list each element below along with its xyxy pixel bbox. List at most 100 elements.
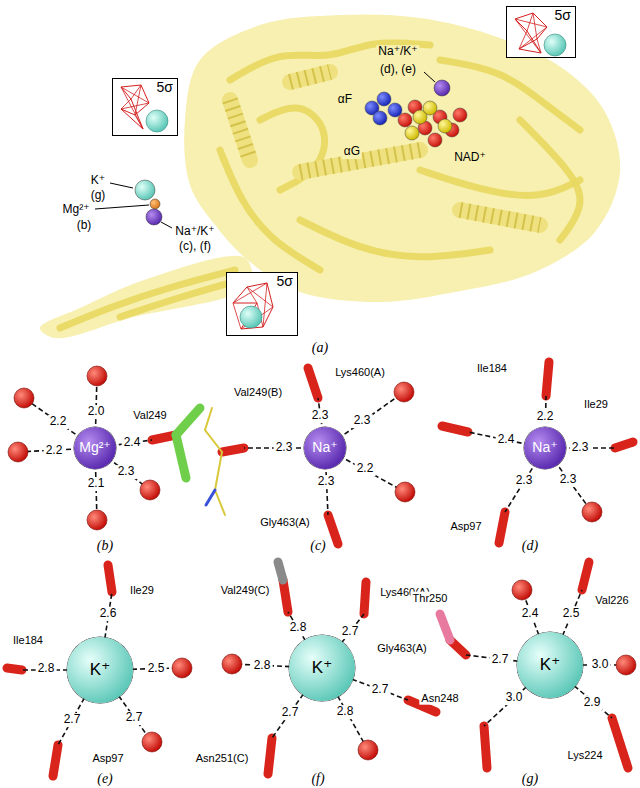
helix-turns xyxy=(460,210,540,225)
ion-label: K⁺ xyxy=(540,656,560,675)
mesh-line xyxy=(247,287,257,303)
protein-strand xyxy=(300,220,490,257)
ion-sphere xyxy=(150,199,160,209)
mesh-line xyxy=(131,99,143,129)
panel-letter: (a) xyxy=(310,340,330,356)
residue-stick xyxy=(206,490,215,505)
helix-turns xyxy=(230,100,250,160)
mesh-line xyxy=(247,283,267,287)
protein-helix xyxy=(230,100,250,160)
mesh-line xyxy=(241,307,273,329)
atom-sphere xyxy=(453,108,467,122)
coordination-site xyxy=(440,562,636,768)
water-oxygen xyxy=(394,382,414,402)
atom-sphere xyxy=(377,92,391,106)
ion-label: K⁺ xyxy=(312,659,332,678)
distance-value: 2.8 xyxy=(36,662,57,676)
panel-letter: (f) xyxy=(309,771,326,787)
distance-value: 2.7 xyxy=(124,711,145,725)
structure-label: Mg²⁺ xyxy=(61,203,92,217)
structure-label: NAD⁺ xyxy=(452,151,488,165)
distance-value: 2.4 xyxy=(496,433,517,447)
ion-label: Na⁺ xyxy=(312,440,337,455)
residue-stick xyxy=(308,368,318,398)
mesh-line xyxy=(515,13,533,19)
protein-strand xyxy=(120,280,240,317)
residue-stick xyxy=(283,580,288,612)
water-oxygen xyxy=(142,732,162,752)
structure-label: Na⁺/K⁺ xyxy=(173,225,216,239)
residue-stick xyxy=(440,614,450,640)
mesh-line xyxy=(519,49,541,53)
water-oxygen xyxy=(222,654,242,674)
density-inset: 5σ xyxy=(226,272,298,336)
water-oxygen xyxy=(358,740,378,760)
distance-value: 2.3 xyxy=(558,473,579,487)
coordination-site xyxy=(8,366,200,530)
residue-label: Val249(B) xyxy=(232,386,284,399)
density-inset: 5σ xyxy=(112,78,178,136)
residue-label: Val226 xyxy=(593,594,630,607)
distance-value: 2.8 xyxy=(335,705,356,719)
residue-label: Asp97 xyxy=(90,752,125,765)
metal-ion-sphere: Na⁺ xyxy=(524,427,566,469)
protein-strand xyxy=(60,270,235,328)
water-oxygen xyxy=(140,480,160,500)
distance-value: 3.0 xyxy=(504,691,525,705)
leader-line xyxy=(161,222,172,228)
water-oxygen xyxy=(172,658,192,678)
structure-label: K⁺ xyxy=(89,174,107,188)
residue-stick xyxy=(278,562,283,580)
residue-stick xyxy=(176,408,200,435)
water-oxygen xyxy=(512,580,532,600)
structure-label: αG xyxy=(342,145,362,159)
residue-stick xyxy=(108,565,112,592)
mesh-line xyxy=(537,27,547,39)
distance-value: 2.3 xyxy=(310,409,331,423)
mesh-line xyxy=(141,85,149,103)
ion-sphere xyxy=(544,34,566,56)
distance-value: 2.0 xyxy=(86,405,107,419)
distance-value: 2.2 xyxy=(535,410,556,424)
metal-ion-sphere: Na⁺ xyxy=(304,427,346,469)
residue-stick xyxy=(53,745,58,776)
distance-value: 2.7 xyxy=(62,713,83,727)
water-oxygen xyxy=(8,442,28,462)
distance-value: 2.8 xyxy=(252,659,273,673)
mesh-line xyxy=(131,85,141,99)
residue-label: Asn251(C) xyxy=(194,752,251,765)
residue-stick xyxy=(176,435,186,478)
protein-strand xyxy=(440,60,580,130)
mesh-line xyxy=(515,19,541,53)
ion-sphere xyxy=(146,209,162,225)
atom-sphere xyxy=(423,101,437,115)
coordination-site xyxy=(7,565,192,776)
residue-label: Thr250 xyxy=(411,592,450,605)
protein-surface xyxy=(40,256,252,338)
water-oxygen xyxy=(616,655,636,675)
coordination-site xyxy=(442,362,633,543)
ion-label: Na⁺ xyxy=(532,440,557,455)
distance-value: 2.7 xyxy=(490,653,511,667)
residue-stick xyxy=(7,668,22,670)
protein-cartoon xyxy=(40,14,620,338)
distance-value: 2.2 xyxy=(355,462,376,476)
mesh-line xyxy=(233,303,257,304)
residue-label: Ile184 xyxy=(11,634,45,647)
residue-stick xyxy=(364,582,366,614)
water-oxygen xyxy=(395,482,415,502)
residue-label: Lys460(A) xyxy=(333,366,387,379)
panel-letter: (e) xyxy=(95,771,115,787)
metal-ion-sphere: K⁺ xyxy=(517,632,583,698)
contour-level: 5σ xyxy=(277,274,293,289)
residue-label: Asp97 xyxy=(448,520,483,533)
metal-ion-sphere: K⁺ xyxy=(67,637,133,703)
structure-label: (d), (e) xyxy=(378,63,418,77)
metal-ion-sphere: K⁺ xyxy=(289,635,355,701)
distance-value: 2.7 xyxy=(370,683,391,697)
structure-label: (b) xyxy=(75,219,94,233)
residue-stick xyxy=(546,362,549,396)
mesh-line xyxy=(121,85,141,87)
mesh-line xyxy=(233,283,267,303)
